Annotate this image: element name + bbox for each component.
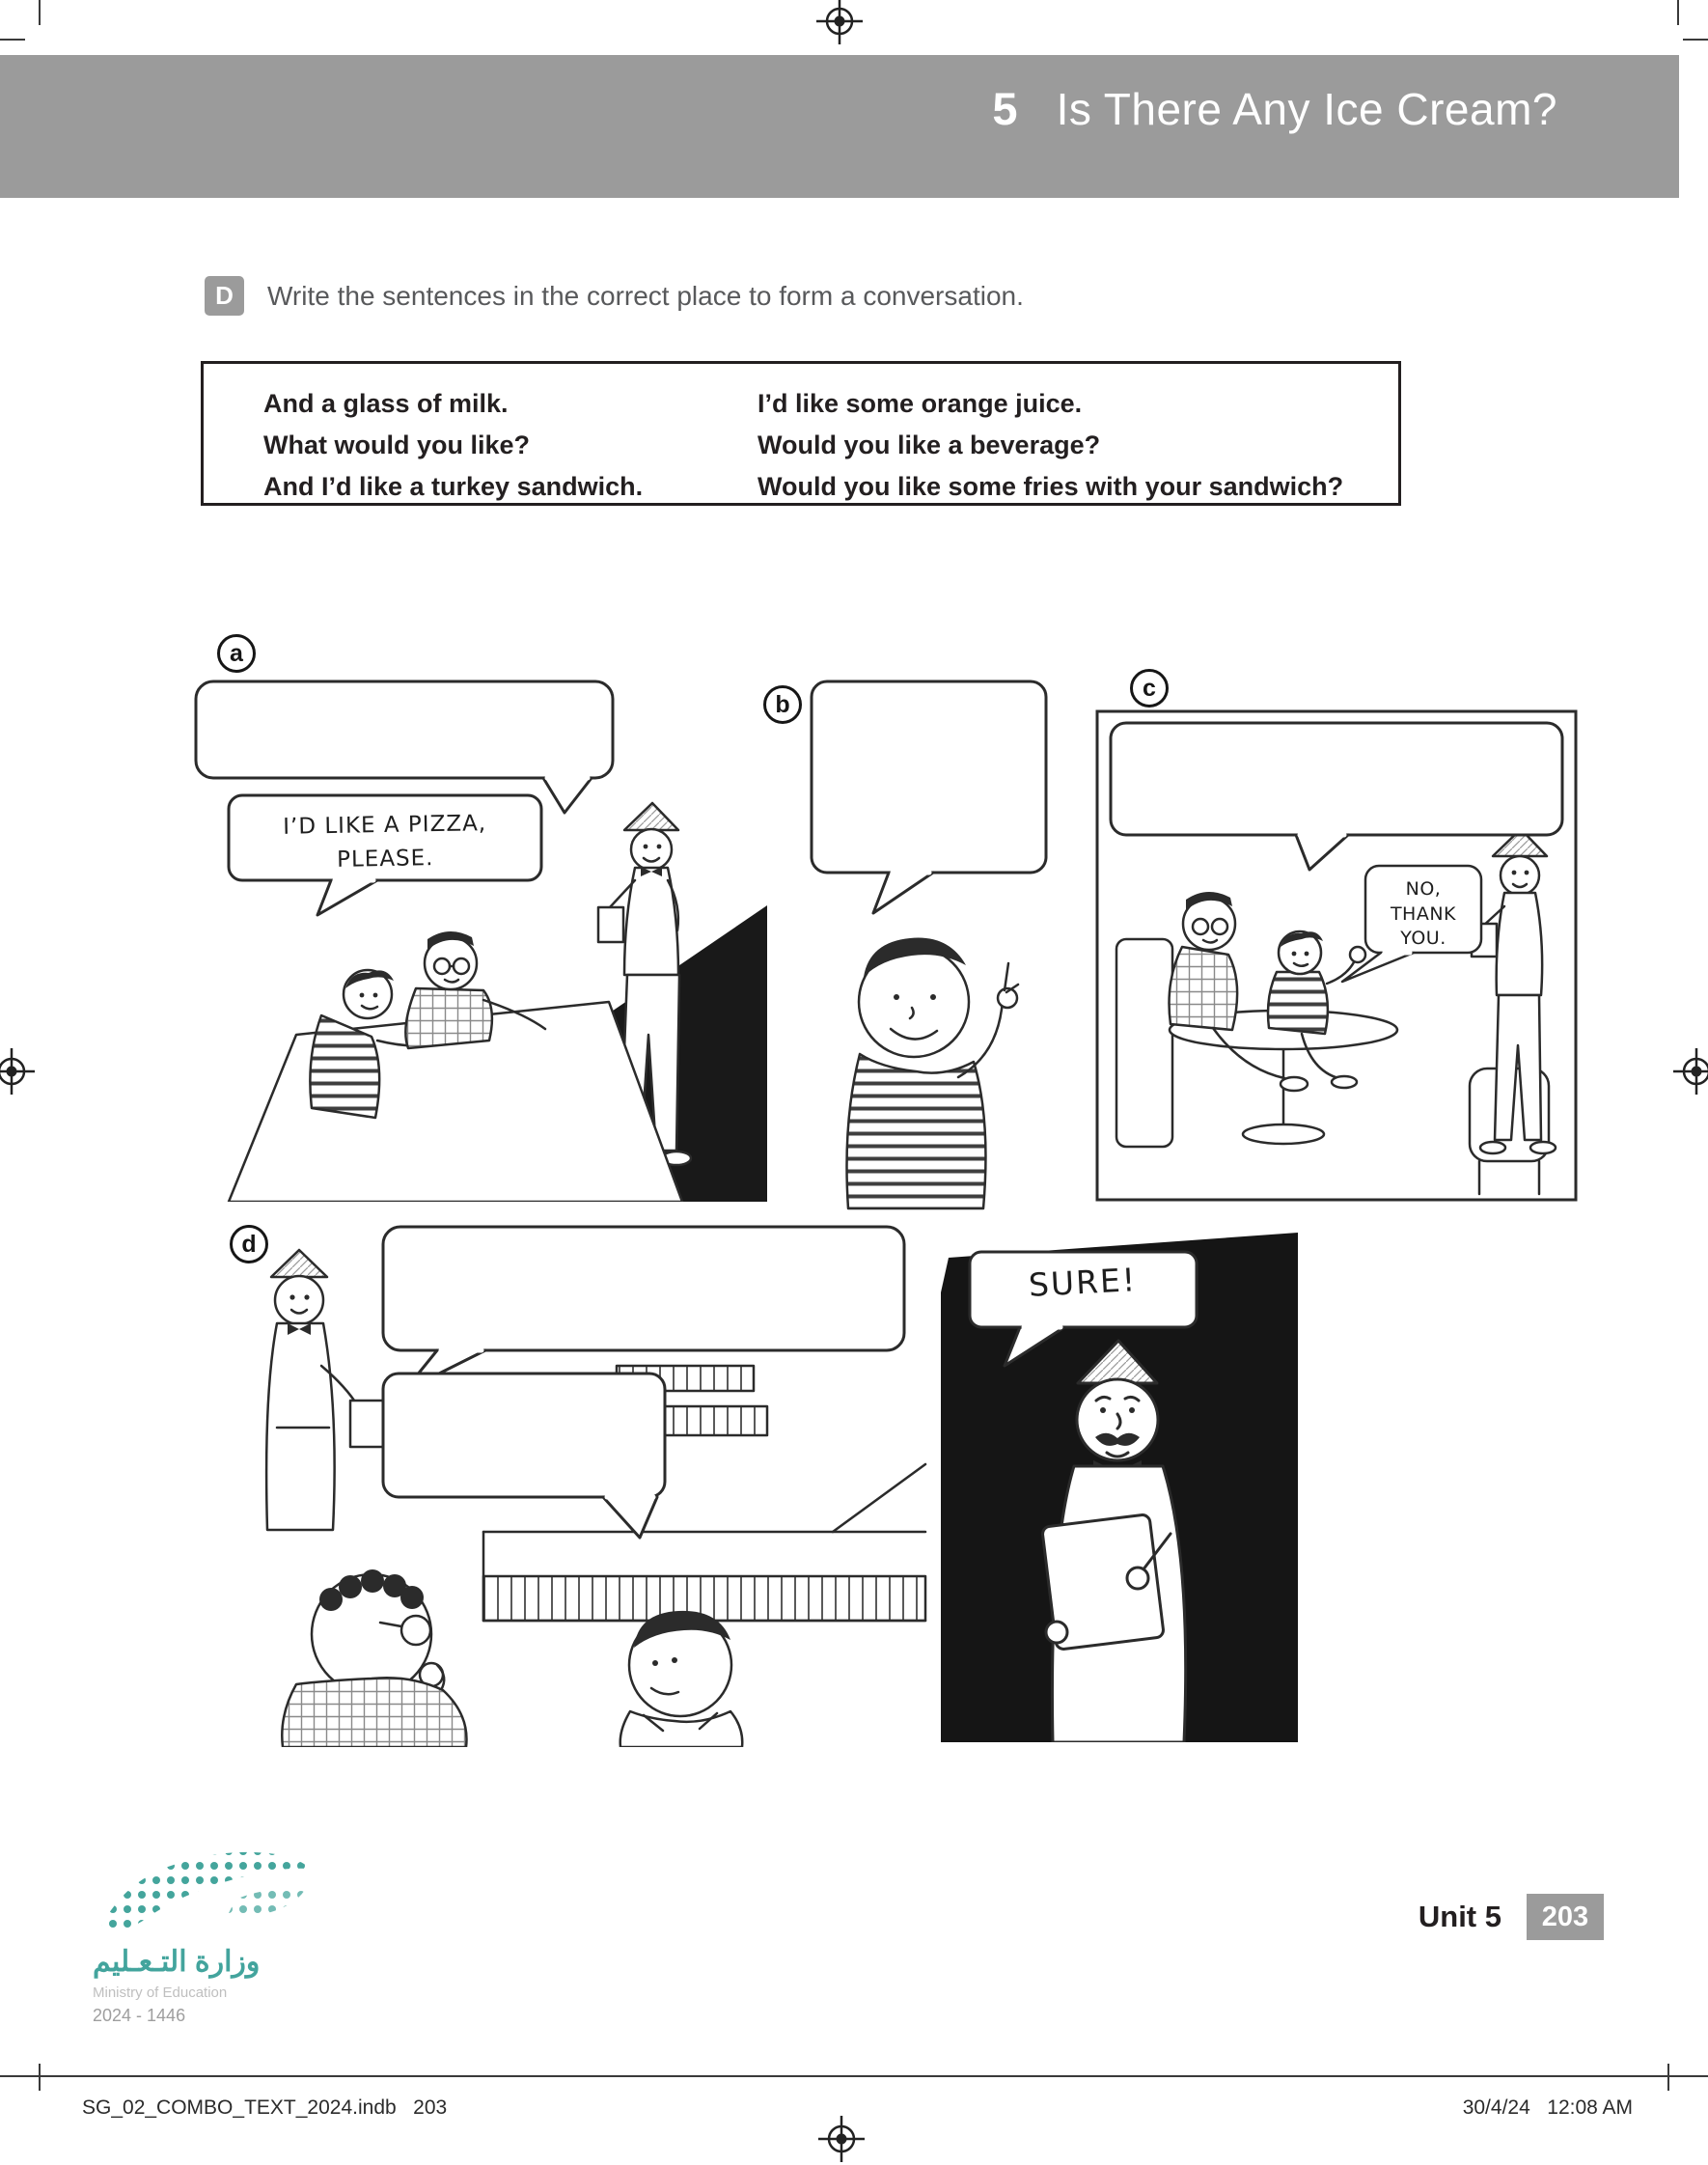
crop-mark (39, 0, 41, 25)
sentence-option: Would you like a beverage? (758, 430, 1101, 459)
panel-a-illustration (194, 680, 767, 1202)
footer-unit-area: Unit 5 203 (1419, 1894, 1604, 1940)
answer-bubble-d2[interactable] (381, 1372, 667, 1499)
registration-mark-left-icon (0, 1044, 39, 1098)
panel-label-a-text: a (230, 639, 243, 667)
waiter-figure (264, 1248, 387, 1532)
unit-number: 5 (992, 83, 1018, 134)
panel-label-b-text: b (775, 690, 790, 718)
crop-mark (1677, 0, 1679, 25)
ministry-name-english: Ministry of Education (93, 1985, 228, 2001)
sentence-option: And a glass of milk. (263, 389, 509, 418)
sentence-option: What would you like? (263, 430, 530, 459)
answer-bubble-b[interactable] (810, 680, 1048, 874)
panel-label-c-text: c (1143, 674, 1156, 702)
foreground-man-figure (281, 1569, 468, 1747)
sentence-option: I’d like some orange juice. (758, 389, 1083, 418)
comic-panel-c: NO, THANK YOU. (1095, 709, 1578, 1202)
answer-bubble-a[interactable] (194, 680, 615, 780)
speech-text-no-thank-you: NO, THANK YOU. (1390, 878, 1457, 950)
man-customer-figure (1168, 891, 1309, 1093)
comic-panel-sure: SURE! (941, 1231, 1298, 1742)
panel-label-a: a (217, 634, 256, 673)
ministry-years: 2024 - 1446 (93, 2006, 186, 2025)
ministry-logo-mark-icon (100, 1851, 311, 1930)
print-timestamp: 30/4/24 12:08 AM (1462, 2096, 1633, 2119)
page-number-badge: 203 (1527, 1894, 1604, 1940)
print-file-info: SG_02_COMBO_TEXT_2024.indb 203 (82, 2096, 448, 2119)
sentence-bank-right-column: I’d like some orange juice. Would you li… (758, 383, 1343, 503)
waiter-figure (596, 801, 693, 1167)
unit-header: 5 Is There Any Ice Cream? (992, 82, 1557, 135)
boy-customer-figure (309, 968, 431, 1120)
sentence-option: And I’d like a turkey sandwich. (263, 472, 644, 501)
speech-bubble-sure (968, 1250, 1198, 1329)
unit-title: Is There Any Ice Cream? (1056, 84, 1557, 134)
crop-mark (39, 2064, 41, 2091)
sentence-option: Would you like some fries with your sand… (758, 472, 1344, 501)
panel-label-b: b (763, 685, 802, 724)
exercise-instruction: Write the sentences in the correct place… (267, 280, 1024, 311)
chair-left (1115, 937, 1174, 1149)
panel-label-d: d (230, 1225, 268, 1263)
ministry-name-arabic: وزارة التـعـليم (93, 1946, 261, 1978)
panel-label-d-text: d (241, 1230, 257, 1258)
crop-mark (0, 39, 25, 41)
ministry-logo: وزارة التـعـليم Ministry of Education 20… (93, 1846, 334, 2026)
footer-rule (0, 2075, 1708, 2077)
panel-label-c: c (1130, 669, 1169, 708)
crop-mark (1667, 2064, 1669, 2091)
registration-mark-bottom-icon (814, 2112, 868, 2165)
exercise-letter-badge: D (205, 276, 244, 316)
boy-customer-figure (619, 1610, 744, 1747)
comic-panel-b (796, 676, 1061, 1211)
registration-mark-right-icon (1669, 1044, 1708, 1098)
boy-customer-figure (1266, 930, 1367, 1090)
boy-figure (845, 937, 1020, 1210)
speech-bubble-no-thank-you (1364, 864, 1483, 955)
crop-mark (1683, 39, 1708, 41)
comic-panel-d (207, 1221, 931, 1747)
exercise-header: D Write the sentences in the correct pla… (205, 276, 1024, 316)
speech-text-pizza: I’D LIKE A PIZZA, PLEASE. (283, 811, 487, 873)
comic-panel-a: I’D LIKE A PIZZA, PLEASE. (188, 676, 767, 1202)
answer-bubble-d1[interactable] (381, 1225, 906, 1352)
sentence-bank-left-column: And a glass of milk. What would you like… (263, 383, 758, 503)
panel-b-illustration (810, 680, 1048, 1210)
unit-footer-label: Unit 5 (1418, 1900, 1501, 1933)
sentence-bank: And a glass of milk. What would you like… (201, 361, 1401, 506)
man-customer-figure (404, 930, 547, 1050)
panel-sure-illustration (941, 1233, 1298, 1742)
panel-d-illustration (264, 1225, 927, 1747)
waiter-figure (1041, 1339, 1188, 1742)
panel-c-illustration (1095, 709, 1578, 1202)
unit-header-band: 5 Is There Any Ice Cream? (0, 55, 1679, 198)
speech-bubble-pizza (227, 793, 543, 882)
registration-mark-top-icon (813, 0, 867, 48)
answer-bubble-c[interactable] (1109, 721, 1564, 837)
